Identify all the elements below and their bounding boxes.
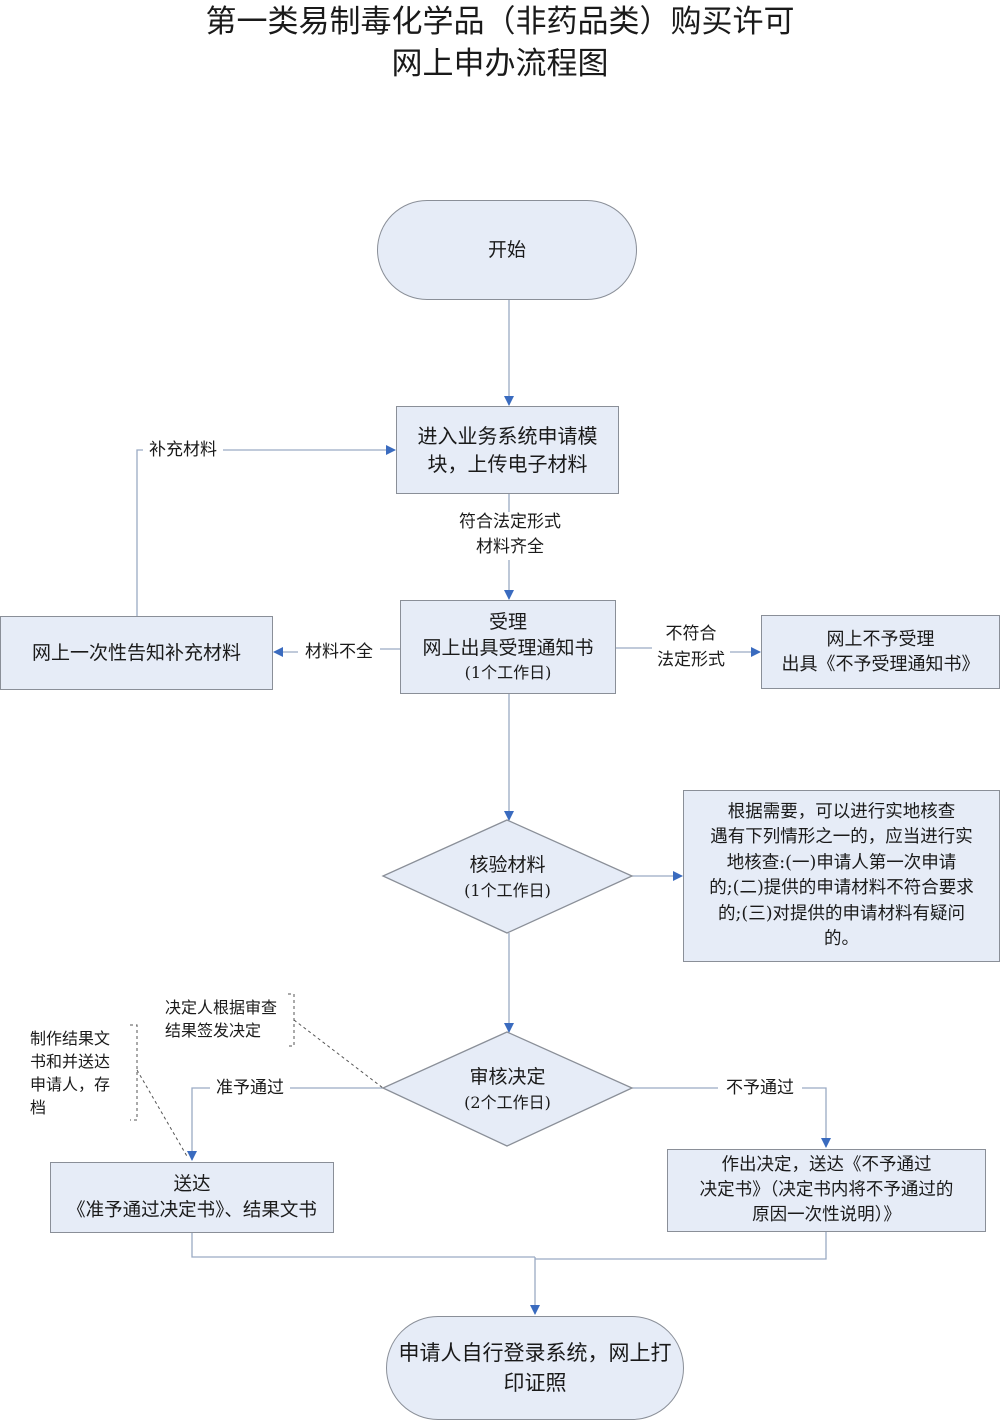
deliver-approval-line1: 送达 (173, 1173, 211, 1195)
notify-supplement-label: 网上一次性告知补充材料 (31, 642, 241, 664)
review-label: 审核决定 (469, 1066, 546, 1088)
review-duration: (2个工作日) (464, 1093, 551, 1112)
accept-line1: 受理 (488, 611, 527, 633)
diagram-title-line2: 网上申办流程图 (391, 46, 609, 82)
notify-supplement-node[interactable]: 网上一次性告知补充材料 (0, 616, 273, 690)
note-producer-line: 制作结果文 (30, 1029, 111, 1048)
reject-acceptance-line2: 出具《不予受理通知书》 (781, 654, 980, 675)
verify-duration: (1个工作日) (464, 880, 551, 900)
accept-duration: (1个工作日) (464, 663, 552, 682)
onsite-check-node[interactable]: 根据需要，可以进行实地核查 遇有下列情形之一的，应当进行实 地核查:(一)申请人… (683, 790, 1000, 962)
upload-line2: 块，上传电子材料 (427, 452, 588, 476)
edge-label-incomplete: 材料不全 (298, 640, 380, 664)
onsite-line: 地核查:(一)申请人第一次申请 (726, 852, 957, 873)
edge-review-to-reject-b (802, 1087, 831, 1148)
note-decider-line: 结果签发决定 (165, 1021, 262, 1040)
end-line2: 印证照 (503, 1371, 567, 1395)
deliver-rejection-line: 原因一次性说明）》 (752, 1205, 901, 1225)
deliver-rejection-line: 决定书》（决定书内将不予通过的 (699, 1180, 954, 1200)
accept-line2: 网上出具受理通知书 (422, 637, 594, 659)
edge-review-to-approve-b (187, 1087, 210, 1161)
onsite-line: 遇有下列情形之一的，应当进行实 (710, 827, 973, 847)
start-label: 开始 (487, 239, 526, 261)
note-producer-leader (136, 1069, 189, 1159)
note-decider: 决定人根据审查 结果签发决定 (165, 996, 277, 1042)
onsite-line: 的;(二)提供的申请材料不符合要求 (709, 878, 974, 898)
note-producer: 制作结果文 书和并送达 申请人，存 档 (30, 1027, 110, 1119)
note-producer-bracket (130, 1024, 138, 1121)
edge-label-reject: 不予通过 (718, 1076, 802, 1100)
verify-label: 核验材料 (469, 853, 546, 876)
deliver-approval-node[interactable]: 送达 《准予通过决定书》、结果文书 (50, 1162, 334, 1233)
edge-label-approve: 准予通过 (210, 1076, 290, 1100)
edge-label-noncompliant-2: 法定形式 (657, 650, 725, 670)
end-line1: 申请人自行登录系统，网上打 (398, 1341, 672, 1365)
note-decider-line: 决定人根据审查 (165, 998, 278, 1017)
onsite-line: 的;(三)对提供的申请材料有疑问 (717, 903, 966, 924)
edge-label-supplement: 补充材料 (143, 438, 223, 462)
edge-supplement-loop-a (136, 449, 143, 616)
start-node[interactable]: 开始 (377, 200, 637, 300)
upload-materials-node[interactable]: 进入业务系统申请模 块，上传电子材料 (396, 406, 619, 494)
note-decider-bracket (288, 993, 295, 1047)
onsite-line: 的。 (824, 929, 859, 949)
note-producer-line: 书和并送达 (30, 1052, 111, 1071)
note-producer-line: 档 (30, 1098, 47, 1117)
edge-label-noncompliant-1: 不符合 (665, 624, 717, 644)
reject-acceptance-node[interactable]: 网上不予受理 出具《不予受理通知书》 (761, 615, 1000, 689)
deliver-rejection-node[interactable]: 作出决定，送达《不予通过 决定书》（决定书内将不予通过的 原因一次性说明）》 (667, 1149, 986, 1232)
note-decider-leader (293, 1019, 384, 1089)
end-node[interactable]: 申请人自行登录系统，网上打 印证照 (386, 1316, 684, 1420)
edge-reject-to-end (535, 1232, 827, 1260)
diagram-title-line1: 第一类易制毒化学品（非药品类）购买许可 (205, 4, 795, 40)
review-node[interactable]: 审核决定 (2个工作日) (383, 1032, 632, 1146)
verify-diamond-shape (381, 819, 634, 934)
accept-node[interactable]: 受理 网上出具受理通知书 (1个工作日) (400, 600, 616, 694)
note-producer-line: 申请人，存 (30, 1075, 111, 1094)
edge-label-compliant-2: 材料齐全 (476, 537, 544, 557)
reject-acceptance-line1: 网上不予受理 (826, 629, 935, 650)
upload-line1: 进入业务系统申请模 (417, 424, 598, 448)
edge-approve-to-end (191, 1233, 535, 1258)
verify-node[interactable]: 核验材料 (1个工作日) (383, 820, 632, 933)
edge-label-compliant-1: 符合法定形式 (459, 512, 561, 532)
review-diamond-shape (381, 1031, 634, 1147)
deliver-approval-line2: 《准予通过决定书》、结果文书 (67, 1199, 317, 1221)
deliver-rejection-line: 作出决定，送达《不予通过 (721, 1155, 932, 1175)
onsite-line: 根据需要，可以进行实地核查 (727, 801, 956, 822)
